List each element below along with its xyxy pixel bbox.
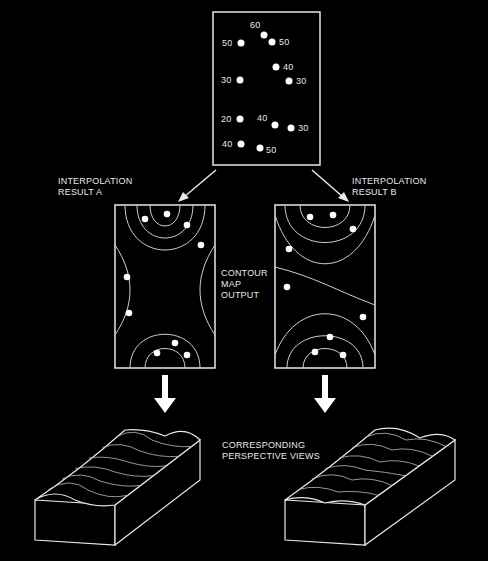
sample-map-frame (213, 12, 320, 165)
value-number: 50 (266, 145, 276, 156)
value-number: 60 (250, 20, 260, 31)
value-number: 40 (222, 139, 232, 150)
perspective-view-b (285, 428, 455, 545)
branch-arrows (178, 170, 349, 202)
value-number: 30 (298, 123, 308, 134)
value-number: 40 (283, 62, 293, 73)
value-number: 50 (279, 37, 289, 48)
value-number: 30 (296, 76, 306, 87)
contour-map-a (115, 205, 215, 368)
down-arrows (154, 375, 336, 413)
value-number: 20 (221, 114, 231, 125)
sample-points (237, 32, 295, 152)
view-label: CORRESPONDING PERSPECTIVE VIEWS (222, 440, 332, 462)
contour-map-b (275, 205, 375, 368)
perspective-view-a (35, 430, 200, 545)
value-number: 30 (221, 75, 231, 86)
panel-label: CONTOUR MAP OUTPUT (221, 268, 271, 301)
value-number: 50 (222, 38, 232, 49)
result-label: INTERPOLATION RESULT B (352, 176, 430, 198)
value-number: 40 (257, 113, 267, 124)
result-label: INTERPOLATION RESULT A (58, 176, 136, 198)
